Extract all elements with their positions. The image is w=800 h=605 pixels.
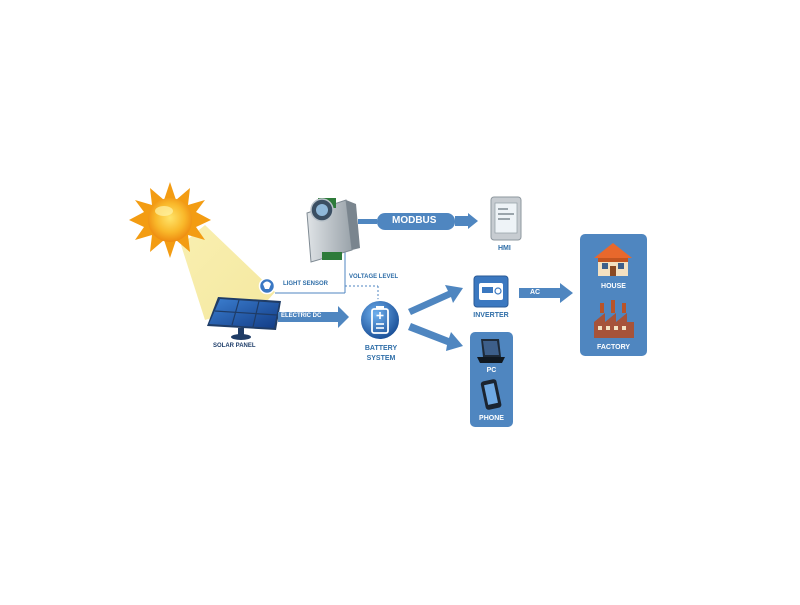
label-hmi: HMI <box>498 245 511 252</box>
smartphone-icon <box>480 379 502 410</box>
devices-box <box>470 332 513 427</box>
solar-panel-icon <box>207 297 281 340</box>
label-pc: PC <box>486 367 497 374</box>
label-solar-panel: SOLAR PANEL <box>213 343 256 349</box>
controller-device-icon <box>306 198 360 263</box>
label-battery-line2: SYSTEM <box>366 355 396 362</box>
inverter-icon <box>473 275 509 308</box>
label-house: HOUSE <box>601 283 626 290</box>
label-ac: AC <box>530 289 541 296</box>
battery-to-inverter-arrow <box>408 285 463 315</box>
factory-icon <box>594 300 634 338</box>
label-factory: FACTORY <box>596 344 631 351</box>
laptop-icon <box>477 339 505 363</box>
label-phone: PHONE <box>479 415 504 422</box>
label-electric-dc: ELECTRIC DC <box>281 313 322 319</box>
label-inverter: INVERTER <box>473 312 509 319</box>
sun-icon <box>129 182 211 258</box>
label-modbus: MODBUS <box>392 215 437 226</box>
hmi-device-icon <box>490 196 522 241</box>
label-voltage-level: VOLTAGE LEVEL <box>349 274 399 280</box>
electric-dc-arrow <box>278 306 349 328</box>
label-light-sensor: LIGHT SENSOR <box>283 281 329 287</box>
light-sensor-icon <box>258 277 276 295</box>
light-beam <box>181 225 275 320</box>
battery-icon <box>359 299 401 341</box>
modbus-arrow <box>455 213 478 229</box>
label-battery-line1: BATTERY <box>364 345 398 352</box>
ac-arrow <box>519 283 573 303</box>
house-icon <box>594 243 632 276</box>
modbus-pill <box>377 213 455 230</box>
battery-to-devices-arrow <box>408 323 463 351</box>
